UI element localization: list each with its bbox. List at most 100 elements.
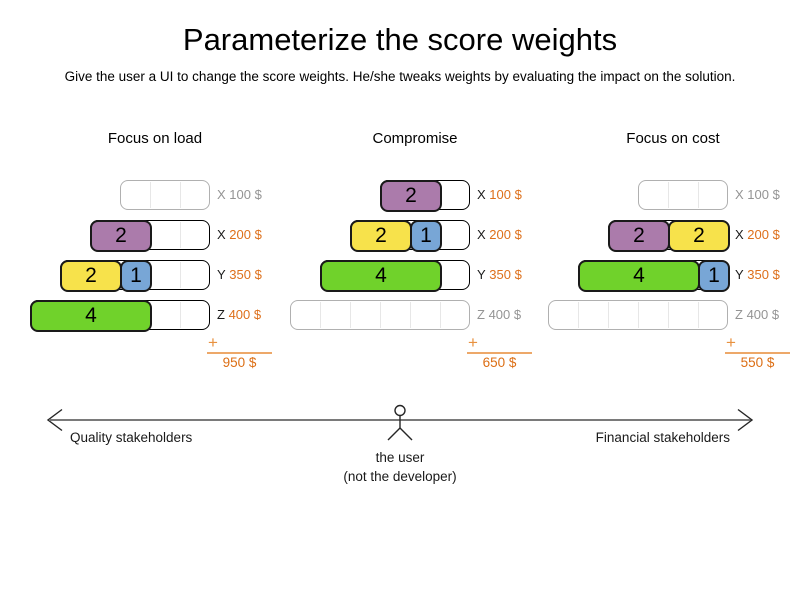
arrow-right-icon xyxy=(737,408,754,432)
weight-track: 4 xyxy=(320,260,470,292)
cell-divider xyxy=(180,302,181,328)
weight-block: 2 xyxy=(350,220,412,252)
weight-block: 4 xyxy=(578,260,700,292)
weight-block: 4 xyxy=(320,260,442,292)
stakeholder-axis xyxy=(46,404,754,441)
cell-divider xyxy=(410,302,411,328)
weight-row: X 100 $ xyxy=(548,180,800,210)
page-title: Parameterize the score weights xyxy=(182,22,618,57)
plus-sign: + xyxy=(208,333,218,352)
cell-divider xyxy=(440,302,441,328)
weight-letter: X xyxy=(477,227,486,242)
panel-title: Focus on load xyxy=(107,130,203,147)
cell-divider xyxy=(180,262,181,288)
weight-price: 100 $ xyxy=(225,187,262,202)
weight-price: 100 $ xyxy=(743,187,780,202)
plus-sign: + xyxy=(468,333,478,352)
weight-label: Z 400 $ xyxy=(217,300,261,330)
cell-divider xyxy=(668,302,669,328)
cell-divider xyxy=(180,222,181,248)
weight-letter: X xyxy=(217,227,226,242)
weight-label: X 200 $ xyxy=(217,220,262,250)
cell-divider xyxy=(638,302,639,328)
weight-track xyxy=(120,180,210,210)
weight-row: 4 Z 400 $ xyxy=(30,300,285,332)
cell-divider xyxy=(320,302,321,328)
weight-price: 200 $ xyxy=(485,227,522,242)
weight-price: 350 $ xyxy=(485,267,522,282)
cell-divider xyxy=(608,302,609,328)
weight-block: 2 xyxy=(668,220,730,252)
sum-line xyxy=(725,352,790,354)
weight-block: 2 xyxy=(60,260,122,292)
weight-row: Z 400 $ xyxy=(548,300,800,330)
weight-price: 400 $ xyxy=(484,307,522,322)
page-subtitle: Give the user a UI to change the score w… xyxy=(64,69,736,84)
plus-sign: + xyxy=(726,333,736,352)
weight-block: 4 xyxy=(30,300,152,332)
weight-row: 4 Y 350 $ xyxy=(290,260,545,292)
cell-divider xyxy=(350,302,351,328)
user-caption-line2: (not the developer) xyxy=(343,469,457,484)
weight-block: 2 xyxy=(380,180,442,212)
weight-label: X 200 $ xyxy=(477,220,522,250)
total-cost: 650 $ xyxy=(482,355,517,370)
weight-letter: X xyxy=(217,187,226,202)
weight-price: 350 $ xyxy=(225,267,262,282)
sum-line xyxy=(467,352,532,354)
weight-track: 4 xyxy=(30,300,210,332)
weight-track: 2 xyxy=(90,220,210,252)
weight-label: X 100 $ xyxy=(735,180,780,210)
weight-letter: Z xyxy=(217,307,225,322)
weight-block: 2 xyxy=(608,220,670,252)
weight-letter: X xyxy=(477,187,486,202)
arrow-left-icon xyxy=(46,408,63,432)
weight-letter: Y xyxy=(477,267,486,282)
weight-label: X 200 $ xyxy=(735,220,780,250)
weight-block: 1 xyxy=(410,220,442,252)
panel-title: Compromise xyxy=(372,130,458,147)
weight-letter: Z xyxy=(735,307,743,322)
sum-line xyxy=(207,352,272,354)
weight-label: X 100 $ xyxy=(477,180,522,210)
weight-row: 2 X 200 $ xyxy=(30,220,285,252)
weight-track xyxy=(638,180,728,210)
weight-label: X 100 $ xyxy=(217,180,262,210)
cell-divider xyxy=(698,302,699,328)
weight-price: 350 $ xyxy=(743,267,780,282)
weight-letter: Y xyxy=(217,267,226,282)
weight-block: 1 xyxy=(698,260,730,292)
cell-divider xyxy=(698,182,699,208)
weight-track: 2 xyxy=(380,180,470,212)
weight-price: 200 $ xyxy=(225,227,262,242)
cell-divider xyxy=(180,182,181,208)
weight-block: 2 xyxy=(90,220,152,252)
weight-label: Y 350 $ xyxy=(735,260,780,290)
weight-track xyxy=(548,300,728,330)
user-caption-line1: the user xyxy=(375,450,425,465)
financial-stakeholders-label: Financial stakeholders xyxy=(595,430,730,445)
total-cost: 550 $ xyxy=(740,355,775,370)
cell-divider xyxy=(150,182,151,208)
weight-letter: X xyxy=(735,227,744,242)
weight-label: Z 400 $ xyxy=(477,300,521,330)
panel-title: Focus on cost xyxy=(626,130,720,147)
weight-price: 400 $ xyxy=(742,307,780,322)
weight-row: Z 400 $ xyxy=(290,300,545,330)
weight-letter: Z xyxy=(477,307,485,322)
weight-price: 100 $ xyxy=(485,187,522,202)
weight-block: 1 xyxy=(120,260,152,292)
total-cost: 950 $ xyxy=(222,355,257,370)
weight-row: 2 X 100 $ xyxy=(290,180,545,212)
weight-letter: X xyxy=(735,187,744,202)
cell-divider xyxy=(578,302,579,328)
